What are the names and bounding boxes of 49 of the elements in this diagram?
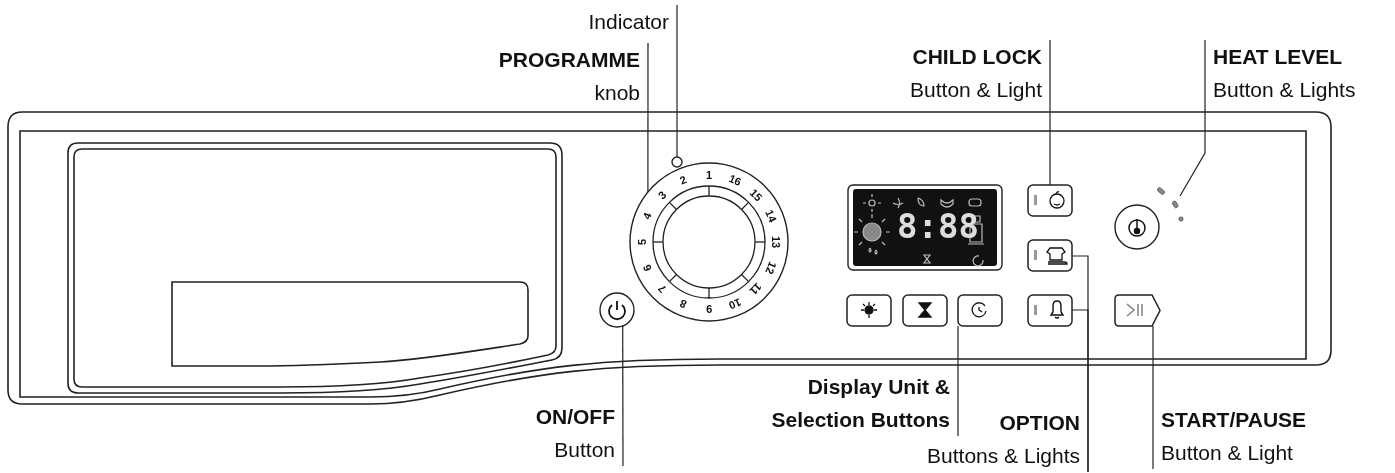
leader-line bbox=[1049, 39, 1051, 186]
selection-button bbox=[902, 294, 948, 327]
option-button bbox=[1027, 294, 1073, 327]
leader-line bbox=[622, 325, 624, 467]
dial-number: 5 bbox=[636, 238, 649, 246]
callout-title: Display Unit & Selection Buttons bbox=[770, 374, 950, 433]
dial-number: 13 bbox=[770, 235, 783, 249]
child-lock-button bbox=[1027, 184, 1073, 217]
dial-number: 10 bbox=[726, 296, 743, 312]
dial-number: 1 bbox=[706, 169, 713, 181]
selection-button bbox=[846, 294, 892, 327]
dial-number: 7 bbox=[655, 282, 669, 296]
callout-text: Indicator bbox=[588, 9, 669, 35]
callout-text: Buttons & Lights bbox=[927, 443, 1080, 469]
dial-number: 2 bbox=[678, 173, 689, 187]
start-pause-button bbox=[1114, 294, 1161, 327]
dial-number: 11 bbox=[747, 281, 765, 298]
heat-level-button bbox=[1114, 204, 1160, 250]
leader-line bbox=[957, 325, 959, 437]
dial-number: 4 bbox=[640, 211, 654, 222]
callout-title: HEAT LEVEL bbox=[1213, 44, 1344, 70]
heat-level-lights bbox=[1156, 186, 1184, 222]
programme-dial bbox=[629, 162, 789, 322]
dial-number: 6 bbox=[640, 262, 654, 273]
leader-line bbox=[1152, 325, 1154, 470]
callout-title: ON/OFF bbox=[535, 404, 615, 430]
dial-number: 12 bbox=[763, 259, 779, 276]
leader-line bbox=[1071, 309, 1089, 473]
indicator-mark bbox=[671, 156, 683, 168]
dial-number: 16 bbox=[726, 172, 743, 188]
dial-number: 9 bbox=[706, 303, 713, 315]
callout-text: Button bbox=[553, 437, 615, 463]
callout-title: PROGRAMME bbox=[498, 47, 640, 73]
dial-number: 15 bbox=[747, 186, 766, 204]
power-button bbox=[599, 292, 635, 328]
dial-number: 8 bbox=[678, 297, 689, 311]
selection-button bbox=[957, 294, 1003, 327]
callout-text: Button & Light bbox=[1161, 440, 1294, 466]
callout-title: START/PAUSE bbox=[1161, 407, 1307, 433]
callout-title: CHILD LOCK bbox=[911, 44, 1042, 70]
leader-line bbox=[647, 42, 649, 193]
callout-text: knob bbox=[593, 80, 640, 106]
display-digits: 8:88 bbox=[897, 208, 979, 244]
callout-text: Button & Light bbox=[910, 77, 1042, 103]
leader-line bbox=[1179, 39, 1206, 197]
leader-line bbox=[676, 4, 678, 158]
callout-text: Button & Lights bbox=[1213, 77, 1356, 103]
dial-number: 3 bbox=[655, 188, 669, 201]
dial-number: 14 bbox=[763, 208, 779, 225]
